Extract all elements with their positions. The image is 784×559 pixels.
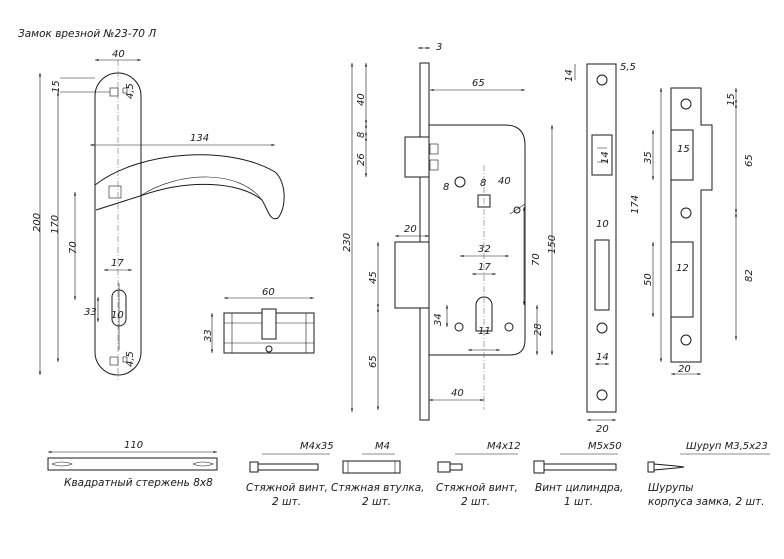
dim-handle-top: 15	[51, 80, 62, 93]
dim-strike-15: 15	[677, 144, 690, 155]
dim-face-thick: 3	[436, 42, 442, 53]
dim-handle-70: 70	[68, 241, 79, 254]
parts-row: 110 Квадратный стержень 8х8 М4х35 Стяжно…	[47, 440, 770, 508]
dim-handle-33: 33	[84, 307, 97, 318]
dim-body-70: 70	[531, 253, 542, 266]
part-wood-screw-label: Шуруп М3,5х23	[686, 441, 768, 452]
drawing-title: Замок врезной №23-70 Л	[18, 28, 156, 40]
handle-keyhole	[111, 289, 127, 327]
handle-lever	[94, 154, 285, 220]
lock-cylinder-cutout	[475, 296, 493, 332]
dim-face-14top: 14	[564, 69, 575, 82]
cylinder-view: 60 33	[203, 287, 315, 354]
dim-spindle-8a: 8	[443, 182, 449, 193]
handle-spindle-square	[108, 185, 122, 199]
dim-strike-82: 82	[744, 269, 755, 282]
strike-plate-view: 15 35 15 65 174 50 12 82 20	[630, 87, 755, 376]
part-wood-screw-caption2: корпуса замка, 2 шт.	[648, 496, 765, 508]
faceplate-latch-slot	[591, 134, 613, 176]
part-screw-m5x50: М5х50 Винт цилиндра, 1 шт.	[533, 441, 623, 508]
dim-handle-height: 200	[32, 213, 43, 232]
dim-body-65b: 65	[368, 355, 379, 368]
dim-strike-50: 50	[643, 273, 654, 286]
strike-plate	[670, 87, 713, 363]
handle-view: 40 15 4,5 134 200 170 70 17 33 10 4,5	[32, 49, 285, 380]
part-square-rod: 110 Квадратный стержень 8х8	[47, 440, 218, 489]
dim-strike-15top: 15	[726, 93, 737, 106]
lock-small-hole	[454, 176, 466, 188]
dim-strike-174: 174	[630, 195, 641, 214]
dim-body-8: 8	[356, 132, 367, 138]
dim-strike-12: 12	[676, 263, 689, 274]
dim-face-10: 10	[596, 219, 609, 230]
faceplate-front-view: 14 5,5 14 10 14 20	[564, 62, 636, 435]
handle-top-hole	[109, 87, 119, 97]
dim-body-40b: 40	[451, 388, 464, 399]
part-rod-length: 110	[124, 440, 143, 451]
dim-strike-35: 35	[643, 151, 654, 164]
part-screw-m4x12-caption2: 2 шт.	[461, 496, 490, 508]
strike-latch-slot	[670, 129, 694, 181]
dim-handle-17: 17	[111, 258, 124, 269]
dim-body-65: 65	[472, 78, 485, 89]
dim-spindle-8b: 8	[480, 178, 486, 189]
part-screw-m4x35-caption2: 2 шт.	[272, 496, 301, 508]
dim-spindle-40: 40	[498, 176, 511, 187]
dim-handle-10: 10	[111, 310, 124, 321]
dim-body-28: 28	[533, 323, 544, 336]
dim-face-55: 5,5	[620, 62, 636, 73]
dim-body-150: 150	[547, 235, 558, 254]
cylinder-screw-hole	[265, 345, 273, 353]
part-bushing-m4: М4 Стяжная втулка, 2 шт.	[331, 441, 425, 508]
dim-body-34: 34	[433, 313, 444, 326]
part-screw-m4x35: М4х35 Стяжной винт, 2 шт.	[246, 441, 334, 508]
cylinder-cam	[261, 308, 277, 340]
part-screw-m5x50-caption2: 1 шт.	[564, 496, 593, 508]
dim-cylinder-length: 60	[262, 287, 275, 298]
part-wood-screw-caption1: Шурупы	[648, 482, 693, 494]
lock-latch	[404, 136, 430, 178]
part-screw-m5x50-caption1: Винт цилиндра,	[535, 482, 623, 494]
faceplate-bolt-slot	[594, 239, 610, 311]
dim-strike-20: 20	[678, 364, 691, 375]
part-wood-screw: Шуруп М3,5х23 Шурупы корпуса замка, 2 шт…	[647, 441, 770, 508]
part-screw-m4x35-caption1: Стяжной винт,	[246, 482, 328, 494]
part-bushing-label: М4	[375, 441, 390, 452]
dim-body-40: 40	[356, 93, 367, 106]
dim-handle-170: 170	[50, 215, 61, 234]
part-screw-m4x12-label: М4х12	[487, 441, 521, 452]
part-screw-m4x12-caption1: Стяжной винт,	[436, 482, 518, 494]
part-screw-m4x35-label: М4х35	[300, 441, 334, 452]
dim-face-14mid: 14	[600, 151, 611, 164]
strike-bolt-slot	[670, 241, 694, 318]
faceplate-front	[586, 63, 617, 413]
dim-cylinder-height: 33	[203, 329, 214, 342]
dim-body-32: 32	[478, 244, 491, 255]
dim-handle-length: 134	[190, 133, 209, 144]
dim-strike-65: 65	[744, 154, 755, 167]
dim-handle-width: 40	[112, 49, 125, 60]
part-bushing-caption2: 2 шт.	[362, 496, 391, 508]
dim-face-14bot: 14	[596, 352, 609, 363]
handle-bottom-hole	[109, 356, 119, 366]
lock-deadbolt	[394, 241, 430, 309]
dim-face-20: 20	[596, 424, 609, 435]
part-bushing-caption1: Стяжная втулка,	[331, 482, 425, 494]
part-rod-caption: Квадратный стержень 8х8	[64, 477, 213, 489]
dim-body-17: 17	[478, 262, 491, 273]
dim-body-26: 26	[356, 153, 367, 166]
dim-handle-bottom-hole: 4,5	[125, 351, 136, 367]
part-screw-m4x12: М4х12 Стяжной винт, 2 шт.	[436, 441, 521, 508]
dim-body-230: 230	[342, 233, 353, 252]
dim-handle-top-hole: 4,5	[125, 83, 136, 99]
dim-body-20: 20	[404, 224, 417, 235]
dim-body-11: 11	[478, 326, 491, 337]
lock-body-view: 3 40 65 8 26 8 8 40 20 230 150 45 32 17 …	[342, 42, 558, 421]
part-screw-m5x50-label: М5х50	[588, 441, 622, 452]
dim-body-45: 45	[368, 271, 379, 284]
